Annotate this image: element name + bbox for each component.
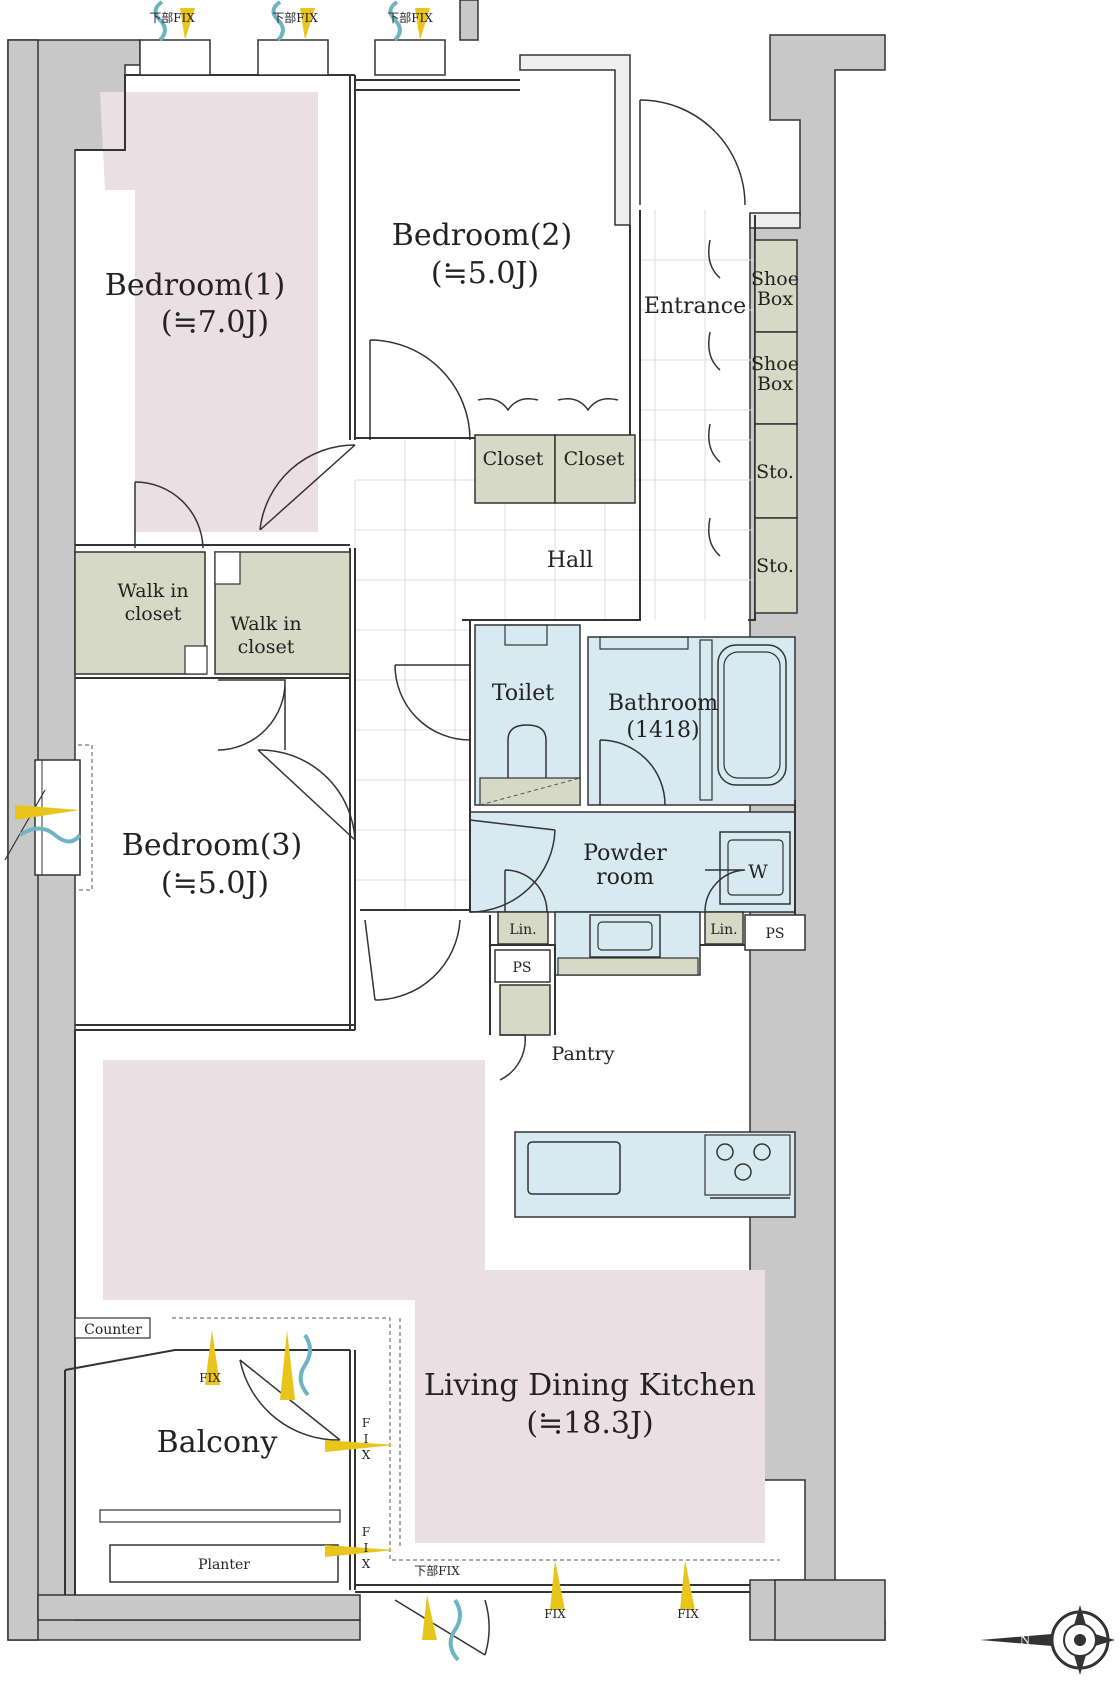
compass-north-label: N — [1020, 1633, 1031, 1647]
fixtures — [479, 624, 791, 1199]
counter-label: Counter — [84, 1322, 142, 1338]
toilet-label: Toilet — [492, 681, 554, 706]
ps-right — [744, 914, 806, 951]
closet-2-label: Closet — [564, 448, 625, 470]
wic-left — [74, 551, 206, 675]
counter-box — [74, 1317, 151, 1339]
shoe-box-2-label-2: Box — [757, 373, 793, 395]
fix-v2-x: X — [362, 1557, 371, 1571]
fix-label-1: FIX — [199, 1371, 221, 1385]
fix-label-2: FIX — [544, 1607, 566, 1621]
bedroom1-size: (≒7.0J) — [161, 305, 269, 340]
cooktop — [704, 1134, 791, 1199]
fix-v1-x: X — [362, 1448, 371, 1462]
doors — [134, 99, 746, 1656]
ldk-size: (≒18.3J) — [526, 1406, 653, 1441]
wic-left-label-1: Walk in — [117, 580, 188, 602]
bedroom1-name: Bedroom(1) — [105, 268, 285, 303]
fix-v2-f: F — [362, 1525, 370, 1539]
lower-fix-label-2: 下部FIX — [272, 10, 318, 25]
sink — [589, 914, 661, 958]
kitchen-counter — [514, 1131, 796, 1218]
ps-left-label: PS — [512, 960, 531, 976]
shoe-box-2-label-1: Shoe — [751, 353, 799, 375]
lin-left — [497, 911, 549, 945]
balcony-label: Balcony — [157, 1425, 278, 1460]
bedroom2-size: (≒5.0J) — [431, 256, 539, 291]
lin-left-label: Lin. — [509, 922, 536, 938]
powder-label-1: Powder — [583, 841, 667, 866]
sto-2-label: Sto. — [756, 555, 794, 577]
bathroom-fill — [587, 636, 796, 806]
fix-v1-i: I — [364, 1432, 369, 1446]
sto-1-label: Sto. — [756, 461, 794, 483]
planter-label: Planter — [198, 1557, 250, 1573]
closet-1 — [474, 434, 556, 504]
bathroom-name: Bathroom — [608, 691, 718, 716]
lin-right — [704, 911, 744, 945]
ldk-name: Living Dining Kitchen — [424, 1368, 756, 1403]
lower-fix-label-4: 下部FIX — [414, 1563, 460, 1578]
pantry-label: Pantry — [552, 1043, 615, 1065]
washer-label: W — [748, 861, 768, 883]
lin-right-label: Lin. — [710, 922, 737, 938]
sto-2 — [754, 517, 798, 614]
fix-v1-f: F — [362, 1416, 370, 1430]
bedroom3-size: (≒5.0J) — [161, 866, 269, 901]
fix-label-3: FIX — [677, 1607, 699, 1621]
hall-label: Hall — [547, 548, 593, 573]
wic-right-label-1: Walk in — [230, 613, 301, 635]
planter-box — [109, 1544, 339, 1583]
bedroom3-name: Bedroom(3) — [122, 828, 302, 863]
fix-v2-i: I — [364, 1541, 369, 1555]
shoe-box-1-label-1: Shoe — [751, 268, 799, 290]
ldk-fill — [103, 1060, 765, 1543]
sto-1 — [754, 423, 798, 519]
wic-left-label-2: closet — [125, 603, 182, 625]
powder-label-2: room — [596, 865, 654, 890]
pantry-box — [499, 984, 551, 1036]
closet-2 — [554, 434, 636, 504]
bathtub — [717, 644, 787, 786]
compass-icon: N — [980, 1605, 1115, 1675]
wic-right-label-2: closet — [238, 636, 295, 658]
washer-box — [719, 831, 791, 905]
labels: Bedroom(1) (≒7.0J) Bedroom(2) (≒5.0J) Be… — [84, 10, 799, 1621]
storage-blocks — [74, 239, 806, 1583]
closet-1-label: Closet — [483, 448, 544, 470]
bedroom1-fill — [100, 92, 318, 532]
kitchen-sink — [527, 1141, 621, 1195]
ps-left — [494, 949, 551, 983]
toilet-bowl — [507, 724, 547, 781]
bedroom2-name: Bedroom(2) — [392, 218, 572, 253]
interior-walls — [64, 74, 805, 1595]
windows — [4, 0, 695, 1662]
shoe-box-1-label-2: Box — [757, 288, 793, 310]
entrance-label: Entrance — [644, 294, 746, 319]
lower-fix-label-1: 下部FIX — [149, 10, 195, 25]
ps-right-label: PS — [765, 926, 784, 942]
bathroom-size: (1418) — [626, 718, 699, 743]
lower-fix-label-3: 下部FIX — [387, 10, 433, 25]
